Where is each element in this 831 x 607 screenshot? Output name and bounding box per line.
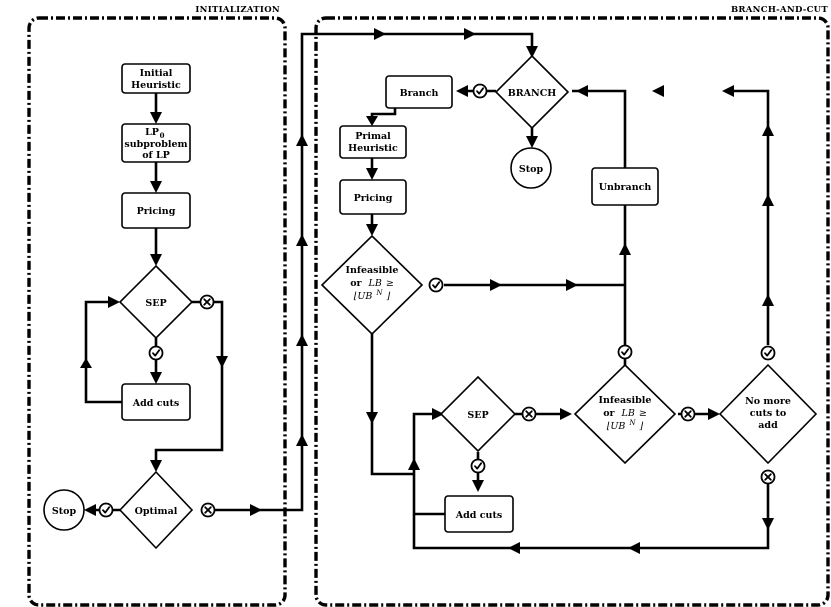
svg-text:No more: No more (745, 396, 791, 407)
svg-text:Initial: Initial (140, 68, 173, 79)
svg-text:or LB ≥: or LB ≥ (350, 273, 394, 290)
bc-sep-diamond: SEP (439, 375, 517, 453)
init-to-branch-edge (215, 28, 538, 516)
no-more-cuts-yes-icon (760, 345, 776, 361)
no-more-cuts-no-icon (760, 469, 776, 485)
svg-text:cuts to: cuts to (750, 408, 786, 419)
svg-text:of LP: of LP (142, 150, 170, 161)
svg-text:Add cuts: Add cuts (132, 398, 179, 409)
svg-text:Pricing: Pricing (354, 193, 393, 204)
bc-add-cuts-box: Add cuts (444, 495, 514, 533)
svg-text:Primal: Primal (355, 131, 391, 142)
infeasible2-yes-icon (617, 344, 633, 360)
infeasible2-no-icon (680, 406, 696, 422)
svg-text:add: add (758, 420, 778, 431)
svg-text:Infeasible: Infeasible (599, 395, 652, 406)
lp0-subproblem-box: LP 0 subproblem of LP (121, 123, 191, 163)
initialization-frame (27, 16, 287, 607)
svg-text:Stop: Stop (52, 506, 77, 517)
bc-pricing-box: Pricing (339, 179, 407, 215)
svg-text:BRANCH: BRANCH (508, 88, 557, 99)
init-pricing-box: Pricing (121, 192, 191, 229)
svg-text:Unbranch: Unbranch (599, 182, 652, 193)
svg-text:Infeasible: Infeasible (346, 265, 399, 276)
svg-text:SEP: SEP (467, 410, 488, 421)
init-sep-yes-icon (148, 345, 164, 361)
svg-text:or LB ≥: or LB ≥ (603, 403, 647, 420)
infeasible-diamond-1: Infeasible or LB ≥ ⌊UB N ⌋ (320, 234, 424, 336)
svg-text:Stop: Stop (519, 164, 544, 175)
init-add-cuts-box: Add cuts (121, 383, 191, 421)
init-stop-circle: Stop (43, 489, 85, 531)
initial-heuristic-box: Initial Heuristic (121, 63, 191, 94)
optimal-diamond: Optimal (118, 470, 194, 550)
svg-text:Add cuts: Add cuts (455, 510, 502, 521)
branch-box: Branch (385, 75, 453, 109)
svg-text:0: 0 (160, 131, 165, 140)
bc-stop-circle: Stop (510, 147, 552, 189)
svg-text:⌊UB N ⌋: ⌊UB N ⌋ (607, 412, 644, 433)
svg-text:Heuristic: Heuristic (348, 143, 398, 154)
optimal-yes-icon (98, 502, 114, 518)
branch-and-cut-frame (314, 16, 830, 607)
bc-sep-no-icon (521, 406, 537, 422)
bc-edges (366, 85, 774, 554)
svg-text:Optimal: Optimal (135, 506, 178, 517)
bc-sep-yes-icon (470, 458, 486, 474)
svg-text:Pricing: Pricing (137, 206, 176, 217)
init-sep-diamond: SEP (118, 264, 194, 340)
initialization-header: INITIALIZATION (195, 5, 280, 15)
branch-yes-icon (472, 83, 488, 99)
svg-text:Branch: Branch (400, 88, 439, 99)
svg-text:Heuristic: Heuristic (131, 80, 181, 91)
branch-diamond: BRANCH (494, 54, 570, 130)
svg-text:subproblem: subproblem (124, 139, 187, 150)
infeasible1-yes-icon (428, 277, 444, 293)
no-more-cuts-diamond: No more cuts to add (718, 363, 818, 465)
svg-text:SEP: SEP (145, 298, 166, 309)
unbranch-box: Unbranch (591, 167, 659, 206)
svg-text:LP: LP (145, 127, 159, 138)
init-sep-no-icon (199, 294, 215, 310)
svg-text:⌊UB N ⌋: ⌊UB N ⌋ (354, 282, 391, 303)
branch-and-cut-header: BRANCH-AND-CUT (731, 5, 828, 15)
primal-heuristic-box: Primal Heuristic (339, 125, 407, 159)
optimal-no-icon (200, 502, 216, 518)
infeasible-diamond-2: Infeasible or LB ≥ ⌊UB N ⌋ (573, 363, 677, 465)
